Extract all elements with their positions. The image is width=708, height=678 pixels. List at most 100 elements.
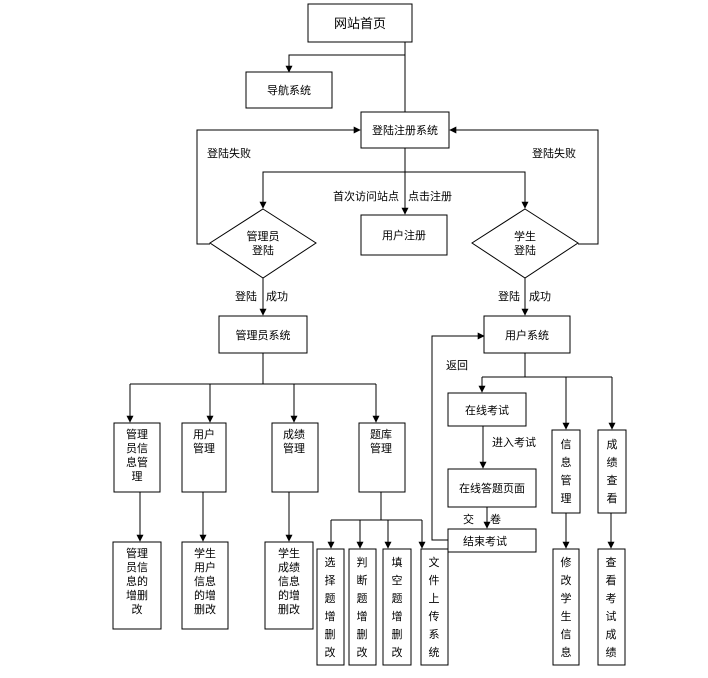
node-view-scores-l4: 试 <box>606 610 617 623</box>
node-info-mgmt-l1: 信 <box>561 438 572 451</box>
node-view-scores-l6: 绩 <box>606 646 617 659</box>
node-view-scores-l2: 看 <box>606 573 617 587</box>
node-student-login-line2: 登陆 <box>514 243 536 257</box>
node-student-user-crud-l2: 用户 <box>194 560 216 574</box>
node-score-view-l3: 查 <box>607 473 618 487</box>
node-score-view-l1: 成 <box>607 438 618 451</box>
node-end-exam: 结束考试 <box>447 528 537 553</box>
node-admin-info-crud-l3: 息的 <box>126 574 148 588</box>
node-home-label: 网站首页 <box>334 17 386 32</box>
node-user-system-label: 用户系统 <box>505 328 549 342</box>
node-admin-info-mgmt-l2: 员信 <box>126 442 148 455</box>
edge-question-bus <box>331 492 422 521</box>
node-student-score-crud-l3: 信息 <box>278 574 300 588</box>
node-judge-crud-l4: 增 <box>357 609 368 623</box>
node-user-mgmt: 用户 管理 <box>181 422 227 493</box>
node-file-upload-l6: 统 <box>429 646 440 659</box>
edge-labels: 登陆失败 登陆失败 首次访问站点 点击注册 登陆 成功 登陆 成功 返回 进入考… <box>207 146 576 526</box>
node-judge-crud-l2: 断 <box>357 573 368 587</box>
node-nav: 导航系统 <box>245 71 333 109</box>
label-login-fail-left: 登陆失败 <box>207 146 251 160</box>
edges <box>126 42 616 549</box>
node-judge-crud-l1: 判 <box>357 556 368 569</box>
label-enter-exam: 进入考试 <box>492 436 536 449</box>
edge-user-bus <box>482 353 612 378</box>
node-admin-info-crud: 管理 员信 息的 增删 改 <box>112 541 162 630</box>
node-score-view-l4: 看 <box>607 491 618 505</box>
node-end-exam-label: 结束考试 <box>463 535 507 548</box>
node-admin-login-line1: 管理员 <box>247 229 280 243</box>
node-file-upload-l2: 件 <box>429 574 440 587</box>
node-view-scores-l5: 成 <box>606 628 617 641</box>
node-admin-info-crud-l1: 管理 <box>126 546 148 560</box>
label-login-fail-right: 登陆失败 <box>532 146 576 160</box>
edge-back <box>431 332 485 541</box>
nodes: 网站首页 导航系统 登陆注册系统 用户注册 管理员 登陆 学生 登陆 <box>112 3 627 666</box>
node-choice-crud: 选 择 题 增 删 改 <box>316 548 345 666</box>
label-submit-jiao: 交 <box>463 512 474 526</box>
label-admin-success: 成功 <box>266 290 288 303</box>
node-admin-info-crud-l2: 员信 <box>126 561 148 574</box>
node-student-user-crud-l4: 的增 <box>194 588 216 602</box>
edge-home-to-nav <box>285 54 405 73</box>
node-admin-info-mgmt-l3: 息管 <box>126 455 148 469</box>
node-user-system: 用户系统 <box>483 315 571 354</box>
node-modify-l3: 学 <box>561 591 572 605</box>
label-submit-juan: 卷 <box>490 512 501 526</box>
node-fill-crud-l4: 增 <box>392 609 403 623</box>
label-student-success: 成功 <box>529 290 551 303</box>
node-login-system-label: 登陆注册系统 <box>372 123 438 137</box>
node-login-system: 登陆注册系统 <box>360 111 450 149</box>
node-student-score-crud-l4: 的增 <box>278 588 300 602</box>
node-student-score-crud-l2: 成绩 <box>278 561 300 574</box>
edge-admin-login-fail <box>196 126 361 245</box>
node-score-mgmt-l2: 管理 <box>283 441 305 455</box>
node-score-mgmt: 成绩 管理 <box>271 422 319 493</box>
node-judge-crud-l3: 题 <box>357 592 368 605</box>
node-info-mgmt-l4: 理 <box>561 492 572 505</box>
node-fill-crud-l6: 改 <box>392 645 403 659</box>
node-student-score-crud: 学生 成绩 信息 的增 删改 <box>264 541 314 630</box>
node-judge-crud-l5: 删 <box>357 628 368 641</box>
node-online-exam-label: 在线考试 <box>465 403 509 417</box>
node-judge-crud: 判 断 题 增 删 改 <box>348 548 377 666</box>
node-fill-crud-l1: 填 <box>392 555 403 569</box>
node-score-view-l2: 绩 <box>607 456 618 469</box>
label-click-register: 点击注册 <box>408 189 452 203</box>
node-user-register-label: 用户注册 <box>382 228 426 242</box>
node-admin-info-crud-l5: 改 <box>132 602 143 616</box>
node-file-upload-l4: 传 <box>429 610 440 623</box>
node-info-mgmt-l2: 息 <box>561 455 572 469</box>
node-student-login: 学生 登陆 <box>471 208 579 279</box>
node-choice-crud-l6: 改 <box>325 645 336 659</box>
node-choice-crud-l1: 选 <box>325 556 336 569</box>
node-admin-info-mgmt-l4: 理 <box>132 470 143 483</box>
node-user-mgmt-l1: 用户 <box>193 427 215 441</box>
node-student-user-crud-l5: 删改 <box>194 602 216 616</box>
node-fill-crud-l3: 题 <box>392 592 403 605</box>
node-student-login-line1: 学生 <box>514 229 536 243</box>
node-score-mgmt-l1: 成绩 <box>283 428 305 441</box>
node-modify-l1: 修 <box>561 555 572 569</box>
node-admin-info-mgmt: 管理 员信 息管 理 <box>113 422 161 493</box>
node-online-answer-label: 在线答题页面 <box>459 481 525 495</box>
node-modify-l4: 生 <box>561 609 572 623</box>
node-fill-crud-l2: 空 <box>392 573 403 587</box>
edge-admin-bus <box>130 353 376 385</box>
node-question-bank-l2: 管理 <box>370 441 392 455</box>
node-admin-login-line2: 登陆 <box>252 243 274 257</box>
node-view-exam-scores: 查 看 考 试 成 绩 <box>597 548 626 666</box>
node-choice-crud-l2: 择 <box>325 573 336 587</box>
node-fill-crud-l5: 删 <box>392 628 403 641</box>
node-choice-crud-l4: 增 <box>325 609 336 623</box>
node-choice-crud-l5: 删 <box>325 628 336 641</box>
node-user-mgmt-l2: 管理 <box>193 441 215 455</box>
node-question-bank-l1: 题库 <box>370 428 392 441</box>
node-view-scores-l3: 考 <box>606 592 617 605</box>
node-file-upload-l3: 上 <box>429 592 440 605</box>
node-question-bank-mgmt: 题库 管理 <box>358 422 406 493</box>
node-nav-label: 导航系统 <box>267 83 311 97</box>
edge-student-login-fail <box>449 126 599 245</box>
node-judge-crud-l6: 改 <box>357 645 368 659</box>
